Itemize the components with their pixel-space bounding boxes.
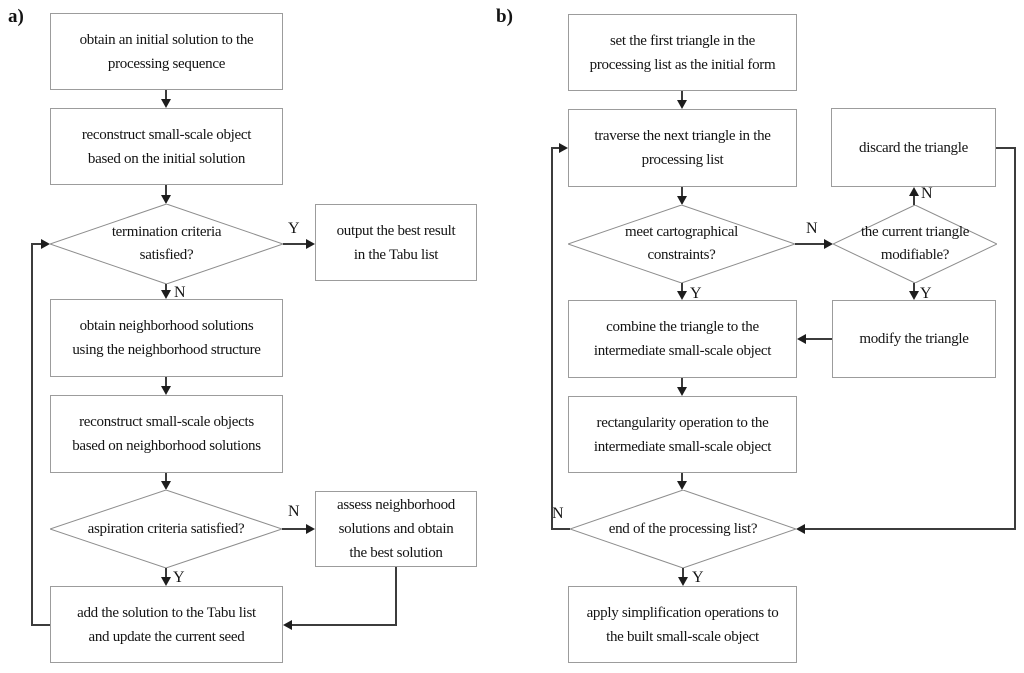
diamond-shape — [50, 204, 283, 284]
connector-line — [795, 243, 825, 245]
edge-label-no: N — [806, 220, 818, 237]
flow-box-apply-simplification: apply simplification operations to the b… — [568, 586, 797, 663]
diamond-shape — [570, 490, 796, 568]
connector-line — [806, 338, 832, 340]
arrowhead-right — [559, 143, 568, 153]
flow-box-rectangularity: rectangularity operation to the intermed… — [568, 396, 797, 473]
connector-line — [395, 567, 397, 625]
edge-label-yes: Y — [692, 569, 704, 586]
connector-line — [805, 528, 1015, 530]
edge-label-no: N — [174, 284, 186, 301]
arrowhead-down — [161, 481, 171, 490]
arrowhead-down — [909, 291, 919, 300]
arrowhead-down — [161, 290, 171, 299]
connector-line — [283, 243, 307, 245]
connector-line — [551, 147, 559, 149]
flow-box-discard-triangle: discard the triangle — [831, 108, 996, 187]
arrowhead-down — [677, 196, 687, 205]
flow-box-output-best: output the best result in the Tabu list — [315, 204, 477, 281]
connector-line — [913, 196, 915, 205]
connector-line — [681, 378, 683, 387]
connector-line — [681, 91, 683, 100]
arrowhead-down — [161, 99, 171, 108]
arrowhead-down — [677, 481, 687, 490]
flow-box-traverse-triangle: traverse the next triangle in the proces… — [568, 109, 797, 187]
connector-line — [292, 624, 397, 626]
connector-line — [165, 473, 167, 482]
decision-aspiration: aspiration criteria satisfied? — [50, 490, 282, 568]
connector-line — [681, 283, 683, 291]
edge-label-no: N — [921, 185, 933, 202]
flow-box-obtain-neighborhood: obtain neighborhood solutions using the … — [50, 299, 283, 377]
connector-line — [165, 568, 167, 577]
connector-line — [551, 147, 553, 530]
decision-triangle-modifiable: the current triangle modifiable? — [833, 205, 997, 283]
connector-line — [31, 243, 41, 245]
diamond-shape — [568, 205, 795, 283]
arrowhead-up — [909, 187, 919, 196]
flow-box-modify-triangle: modify the triangle — [832, 300, 996, 378]
flow-box-assess: assess neighborhood solutions and obtain… — [315, 491, 477, 567]
decision-end-of-list-label: end of the processing list? — [608, 520, 758, 537]
arrowhead-down — [677, 291, 687, 300]
flow-box-combine-triangle: combine the triangle to the intermediate… — [568, 300, 797, 378]
decision-end-of-list: end of the processing list? — [570, 490, 796, 568]
connector-line — [681, 473, 683, 481]
decision-aspiration-label: aspiration criteria satisfied? — [87, 520, 245, 537]
connector-line — [165, 185, 167, 195]
decision-cartographic-constraints-label: meet cartographical constraints? — [625, 224, 738, 263]
connector-line — [31, 243, 33, 626]
connector-line — [996, 147, 1016, 149]
connector-line — [551, 528, 570, 530]
panel-b-label: b) — [496, 6, 513, 27]
edge-label-no: N — [552, 505, 564, 522]
arrowhead-left — [797, 334, 806, 344]
flow-box-set-first-triangle: set the first triangle in the processing… — [568, 14, 797, 91]
connector-line — [682, 568, 684, 577]
connector-line — [165, 377, 167, 386]
diamond-shape — [833, 205, 997, 283]
flow-box-initial-solution: obtain an initial solution to the proces… — [50, 13, 283, 90]
diamond-shape — [50, 490, 282, 568]
decision-triangle-modifiable-label: the current triangle modifiable? — [860, 224, 970, 263]
arrowhead-down — [161, 195, 171, 204]
decision-termination: termination criteria satisfied? — [50, 204, 283, 284]
arrowhead-right — [41, 239, 50, 249]
connector-line — [165, 284, 167, 291]
arrowhead-down — [677, 100, 687, 109]
connector-line — [282, 528, 307, 530]
connector-line — [681, 187, 683, 196]
edge-label-yes: Y — [288, 220, 300, 237]
edge-label-yes: Y — [173, 569, 185, 586]
flow-box-reconstruct-initial: reconstruct small-scale object based on … — [50, 108, 283, 185]
arrowhead-down — [677, 387, 687, 396]
arrowhead-down — [678, 577, 688, 586]
connector-line — [1014, 147, 1016, 530]
connector-line — [31, 624, 50, 626]
decision-cartographic-constraints: meet cartographical constraints? — [568, 205, 795, 283]
arrowhead-down — [161, 577, 171, 586]
arrowhead-left — [283, 620, 292, 630]
decision-termination-label: termination criteria satisfied? — [111, 224, 222, 263]
flow-box-add-tabu: add the solution to the Tabu list and up… — [50, 586, 283, 663]
connector-line — [165, 90, 167, 100]
connector-line — [913, 283, 915, 291]
arrowhead-down — [161, 386, 171, 395]
arrowhead-right — [824, 239, 833, 249]
edge-label-no: N — [288, 503, 300, 520]
edge-label-yes: Y — [690, 285, 702, 302]
flow-box-reconstruct-neighborhood: reconstruct small-scale objects based on… — [50, 395, 283, 473]
panel-a-label: a) — [8, 6, 24, 27]
arrowhead-right — [306, 524, 315, 534]
arrowhead-right — [306, 239, 315, 249]
edge-label-yes: Y — [920, 285, 932, 302]
arrowhead-left — [796, 524, 805, 534]
